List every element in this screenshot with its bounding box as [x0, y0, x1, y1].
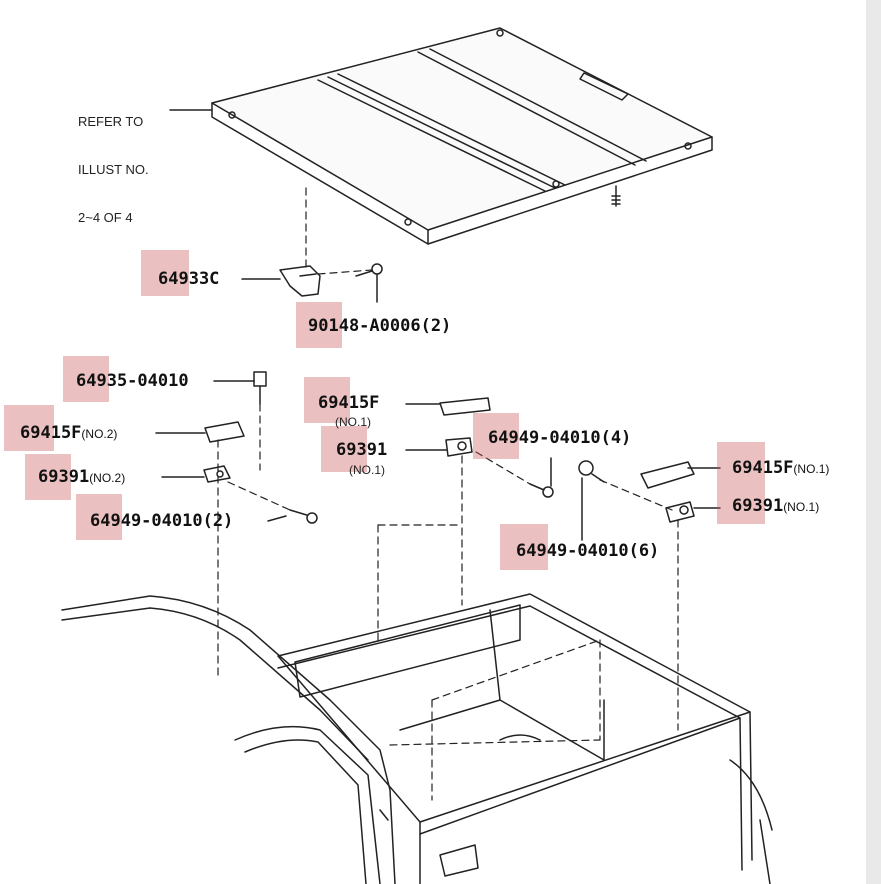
- part-suffix: (NO.2): [89, 471, 126, 485]
- highlight-90148: [296, 302, 342, 348]
- highlight-64935: [63, 356, 109, 402]
- highlight-69415-no2: [4, 405, 54, 451]
- highlight-64949-left: [76, 494, 122, 540]
- scroll-edge: [866, 0, 881, 884]
- label-64949-04010-mid[interactable]: 64949-04010(4): [488, 428, 632, 448]
- note-line-1: REFER TO: [78, 114, 144, 129]
- label-69391-right[interactable]: 69391(NO.1): [732, 496, 819, 517]
- label-64933c[interactable]: 64933C: [158, 269, 220, 289]
- note-line-2: ILLUST NO.: [78, 162, 149, 177]
- left-parts: [155, 371, 318, 524]
- part-suffix: (NO.2): [81, 427, 118, 441]
- highlight-69391-mid: [321, 426, 367, 472]
- label-64949-04010-right[interactable]: 64949-04010(6): [516, 541, 660, 561]
- assembly-lines: [217, 187, 679, 801]
- label-90148-a0006[interactable]: 90148-A0006(2): [308, 316, 452, 336]
- label-69415f-mid[interactable]: 69415F: [318, 393, 380, 413]
- part-suffix: (NO.1): [783, 500, 820, 514]
- highlight-64949-mid: [473, 413, 519, 459]
- label-69391-no2[interactable]: 69391(NO.2): [38, 467, 125, 488]
- label-64949-04010-left[interactable]: 64949-04010(2): [90, 511, 234, 531]
- reference-note: REFER TO ILLUST NO. 2~4 OF 4: [78, 82, 149, 258]
- highlight-69391-no2: [25, 454, 71, 500]
- label-69415f-mid-suffix: (NO.1): [335, 415, 371, 429]
- label-69415f-no2[interactable]: 69415F(NO.2): [20, 423, 117, 444]
- part-number: 69415F: [20, 423, 82, 443]
- highlight-64949-right: [500, 524, 548, 570]
- highlight-64933c: [141, 250, 189, 296]
- highlight-69415-mid: [304, 377, 350, 423]
- middle-parts: [405, 397, 554, 498]
- label-69415f-right[interactable]: 69415F(NO.1): [732, 458, 829, 479]
- note-line-3: 2~4 OF 4: [78, 210, 133, 225]
- right-parts: [578, 460, 721, 541]
- truck-body: [61, 593, 773, 884]
- part-number: 69391: [38, 467, 90, 487]
- highlight-69391-right: [717, 484, 765, 524]
- part-number: 69391: [732, 496, 784, 516]
- bracket-64933c: [241, 263, 383, 303]
- label-69391-mid[interactable]: 69391: [336, 440, 388, 460]
- part-number: 69415F: [732, 458, 794, 478]
- part-suffix: (NO.1): [793, 462, 830, 476]
- label-69391-mid-suffix: (NO.1): [349, 463, 385, 477]
- tonneau-cover: [211, 27, 713, 245]
- label-64935-04010[interactable]: 64935-04010: [76, 371, 189, 391]
- highlight-69415-right: [717, 442, 765, 484]
